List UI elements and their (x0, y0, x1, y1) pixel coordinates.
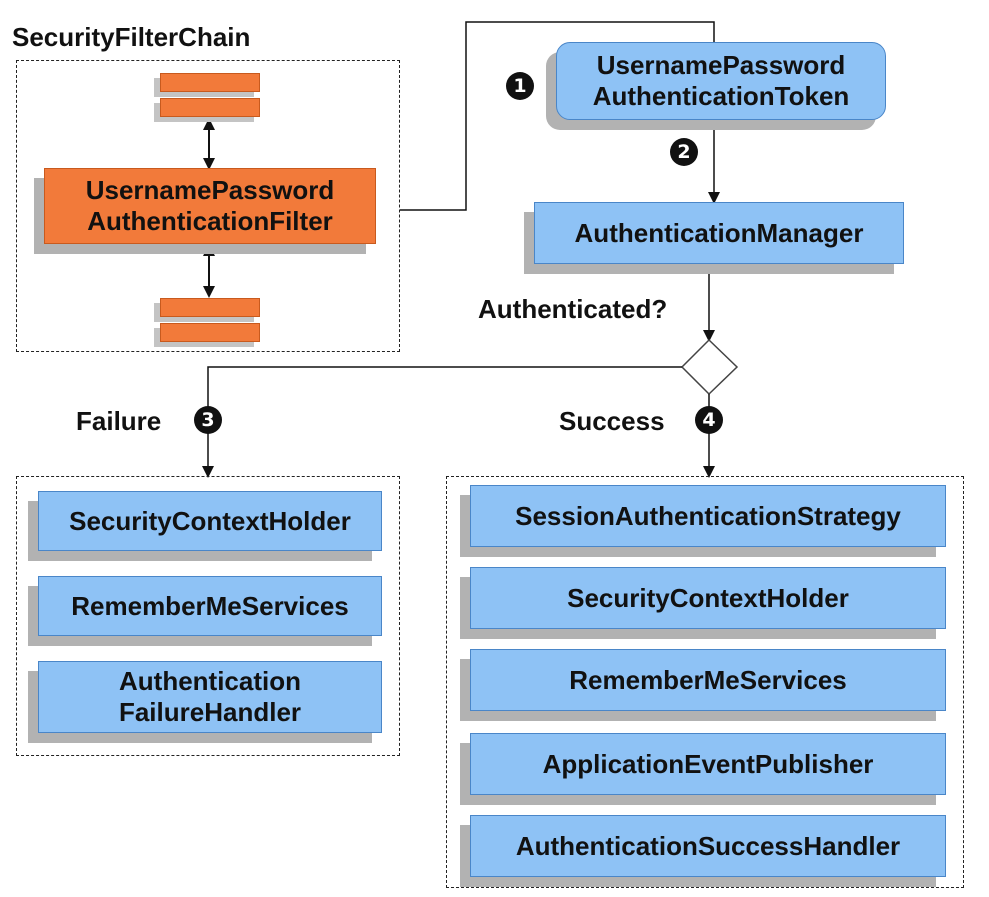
success-item-label: ApplicationEventPublisher (542, 748, 874, 779)
filter-label: UsernamePassword AuthenticationFilter (85, 175, 335, 236)
username-password-authentication-filter: UsernamePassword AuthenticationFilter (44, 168, 376, 244)
authentication-success-handler: AuthenticationSuccessHandler (470, 815, 946, 877)
success-remember-me-services: RememberMeServices (470, 649, 946, 711)
success-item-label: SecurityContextHolder (567, 582, 849, 613)
application-event-publisher: ApplicationEventPublisher (470, 733, 946, 795)
filter-bar-3 (160, 298, 260, 317)
success-item-label: RememberMeServices (569, 664, 847, 695)
authentication-manager: AuthenticationManager (534, 202, 904, 264)
security-filter-chain-group (16, 60, 400, 352)
failure-item-label: SecurityContextHolder (69, 505, 351, 536)
username-password-authentication-token: UsernamePassword AuthenticationToken (556, 42, 886, 120)
decision-diamond (680, 338, 739, 396)
step-1-badge: 1 (506, 72, 534, 100)
authentication-failure-handler: Authentication FailureHandler (38, 661, 382, 733)
success-security-context-holder: SecurityContextHolder (470, 567, 946, 629)
security-filter-chain-title: SecurityFilterChain (12, 22, 251, 52)
failure-label: Failure (76, 406, 162, 436)
failure-group (16, 476, 400, 756)
success-label: Success (559, 406, 665, 436)
step-4-badge: 4 (695, 406, 723, 434)
manager-label: AuthenticationManager (574, 217, 864, 248)
success-item-label: SessionAuthenticationStrategy (515, 500, 901, 531)
filter-bar-1 (160, 73, 260, 92)
step-2-badge: 2 (670, 138, 698, 166)
failure-security-context-holder: SecurityContextHolder (38, 491, 382, 551)
filter-bar-2 (160, 98, 260, 117)
failure-branch-arrow (202, 366, 682, 478)
filter-to-token-line (400, 21, 715, 211)
step-3-badge: 3 (194, 406, 222, 434)
failure-remember-me-services: RememberMeServices (38, 576, 382, 636)
token-label: UsernamePassword AuthenticationToken (592, 50, 850, 111)
authenticated-question: Authenticated? (478, 294, 668, 324)
success-group (446, 476, 964, 888)
failure-item-label: Authentication FailureHandler (118, 666, 302, 727)
session-authentication-strategy: SessionAuthenticationStrategy (470, 485, 946, 547)
filter-bar-4 (160, 323, 260, 342)
success-item-label: AuthenticationSuccessHandler (515, 830, 901, 861)
failure-item-label: RememberMeServices (71, 590, 349, 621)
